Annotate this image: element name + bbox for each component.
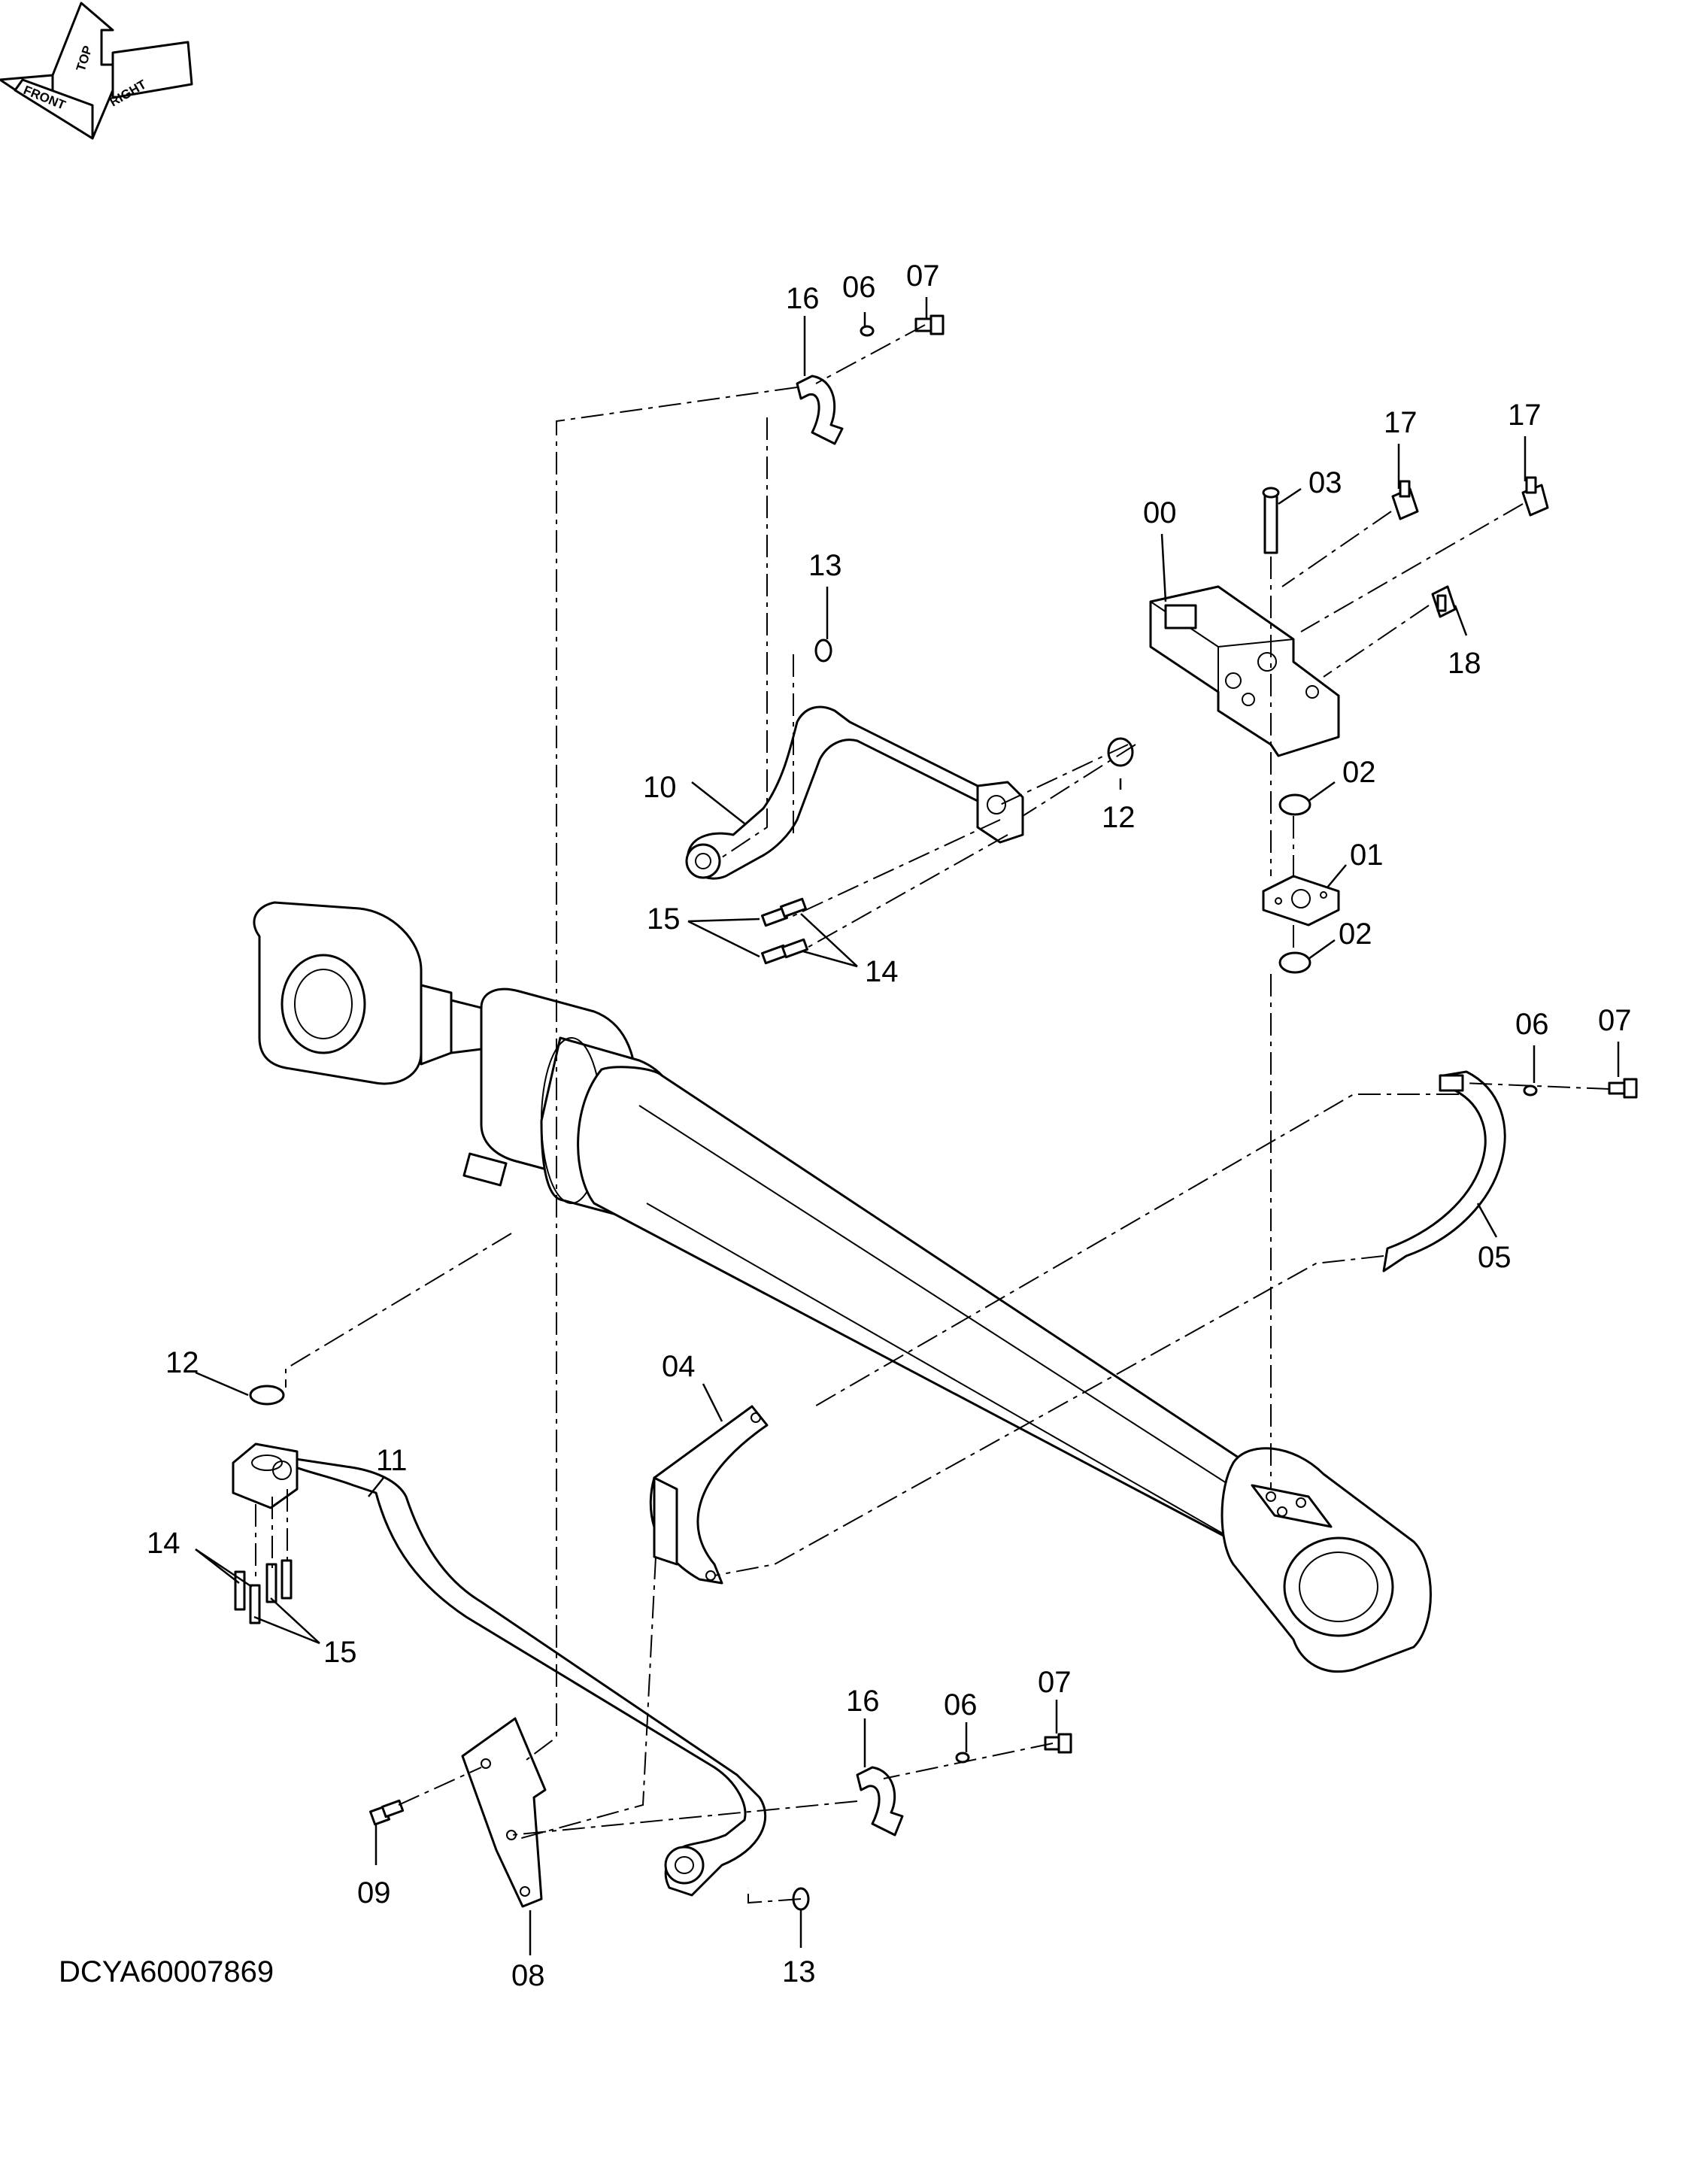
callout-06-lower: 06: [944, 1688, 978, 1721]
callout-labels: 16 06 07 17 17 03 00 18 13 10 12 02 01 0…: [147, 259, 1632, 1992]
o-ring-13-upper: [814, 639, 832, 663]
flange-block-lower: [232, 1442, 299, 1509]
callout-01: 01: [1350, 839, 1384, 872]
callout-02-upper: 02: [1342, 756, 1376, 789]
bolt-03: [1262, 487, 1280, 554]
callout-07-upper: 07: [906, 259, 940, 293]
tube-11: [269, 1454, 767, 1897]
callout-17-left: 17: [1384, 406, 1418, 439]
callout-15-upper: 15: [647, 902, 681, 936]
o-ring-12-lower: [249, 1385, 285, 1406]
callout-14-lower: 14: [147, 1527, 180, 1560]
drawing-code: DCYA60007869: [59, 1955, 274, 1988]
orientation-compass: TOP FRONT RIGHT: [0, 2, 193, 140]
callout-10: 10: [643, 771, 677, 804]
washer-06-upper: [860, 325, 875, 337]
clamp-04: [649, 1405, 769, 1585]
o-ring-lower: [1278, 951, 1311, 974]
bolt-07-upper: [914, 314, 945, 335]
callout-09: 09: [357, 1876, 391, 1909]
callout-18: 18: [1448, 647, 1481, 680]
fitting-17b: [1521, 476, 1549, 517]
clamp-16-upper: [796, 375, 844, 445]
callout-15-lower: 15: [323, 1636, 357, 1669]
callout-16-upper: 16: [786, 282, 820, 315]
callout-08: 08: [511, 1959, 545, 1992]
callout-13-lower: 13: [782, 1955, 816, 1988]
bolt-07-right: [1608, 1078, 1638, 1099]
leader-lines: [195, 297, 1620, 1955]
o-ring-upper: [1278, 793, 1311, 816]
valve-assembly: [1149, 585, 1340, 757]
clamp-16-lower: [856, 1766, 904, 1837]
bolts-lower: [234, 1559, 293, 1624]
callout-06-right: 06: [1515, 1008, 1549, 1041]
callout-11: 11: [376, 1444, 408, 1477]
flange-plate: [1262, 875, 1340, 927]
bolt-09: [369, 1799, 405, 1826]
callout-17-right: 17: [1508, 399, 1542, 432]
callout-14-upper: 14: [865, 955, 899, 988]
callout-13-upper: 13: [808, 549, 842, 582]
callout-12-lower: 12: [165, 1346, 199, 1379]
bolt-07-lower: [1044, 1733, 1072, 1754]
callout-06-upper: 06: [842, 271, 876, 304]
center-lines: [255, 324, 1610, 1904]
callout-07-lower: 07: [1038, 1666, 1072, 1699]
callout-04: 04: [662, 1350, 696, 1383]
callout-12-upper: 12: [1102, 801, 1136, 834]
tube-10: [685, 705, 1024, 880]
callout-16-lower: 16: [846, 1685, 880, 1718]
fitting-18: [1431, 585, 1457, 618]
callout-05: 05: [1478, 1241, 1512, 1274]
fitting-17a: [1391, 480, 1419, 520]
bolts-upper: [761, 897, 808, 965]
callout-00: 00: [1143, 496, 1177, 529]
callout-02-lower: 02: [1339, 918, 1372, 951]
bracket-08: [461, 1717, 547, 1908]
callout-03: 03: [1308, 466, 1342, 499]
washer-06-right: [1523, 1084, 1538, 1097]
hydraulic-cylinder: [253, 901, 1432, 1673]
callout-07-right: 07: [1598, 1004, 1632, 1037]
